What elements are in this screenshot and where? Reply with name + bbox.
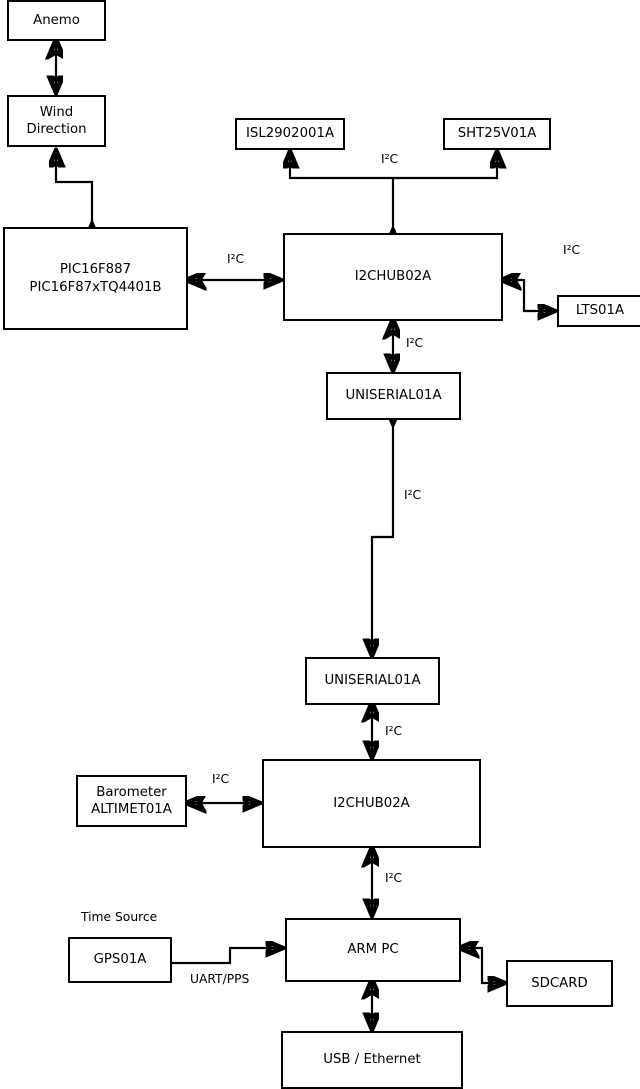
edge-label-i2c-hub2-arm: I²C: [385, 871, 403, 885]
node-isl2902001a[interactable]: ISL2902001A: [235, 118, 345, 150]
edge-label-i2c-baro: I²C: [212, 772, 230, 786]
wire-hubtop-lts: [505, 280, 554, 311]
node-i2chub02a-top[interactable]: I2CHUB02A: [283, 233, 503, 321]
edge-label-i2c-lts: I²C: [563, 243, 581, 257]
node-gps01a[interactable]: GPS01A: [68, 937, 172, 983]
node-uniserial01a-bottom[interactable]: UNISERIAL01A: [305, 657, 440, 705]
edge-label-time-source: Time Source: [81, 910, 158, 924]
wire-pic-wind: [56, 151, 92, 225]
wire-gps-arm: [172, 948, 282, 965]
node-arm-pc[interactable]: ARM PC: [285, 918, 461, 982]
node-sht25v01a[interactable]: SHT25V01A: [443, 118, 551, 150]
node-anemo[interactable]: Anemo: [7, 0, 106, 41]
node-pic-mcu[interactable]: PIC16F887 PIC16F87xTQ4401B: [3, 227, 188, 330]
node-lts01a[interactable]: LTS01A: [557, 295, 640, 327]
wire-bus-sht: [393, 152, 497, 180]
node-sdcard[interactable]: SDCARD: [506, 960, 613, 1007]
edge-label-i2c-uni-hub2: I²C: [385, 724, 403, 738]
edge-label-i2c-hub-uni: I²C: [406, 336, 424, 350]
wire-unitop-unibottom: [372, 423, 393, 655]
edge-label-i2c-pic-hub: I²C: [227, 252, 245, 266]
wire-arm-sdcard: [463, 948, 504, 983]
node-usb-ethernet[interactable]: USB / Ethernet: [281, 1031, 463, 1089]
node-uniserial01a-top[interactable]: UNISERIAL01A: [326, 372, 461, 420]
node-wind-direction[interactable]: Wind Direction: [7, 95, 106, 147]
wire-bus-isl: [290, 152, 393, 180]
node-i2chub02a-bottom[interactable]: I2CHUB02A: [262, 759, 481, 848]
edge-label-i2c-top-bus: I²C: [381, 152, 399, 166]
edge-label-i2c-uni-uni: I²C: [404, 488, 422, 502]
edge-label-uart-pps: UART/PPS: [190, 972, 250, 986]
node-barometer-altimet01a[interactable]: Barometer ALTIMET01A: [76, 775, 187, 827]
